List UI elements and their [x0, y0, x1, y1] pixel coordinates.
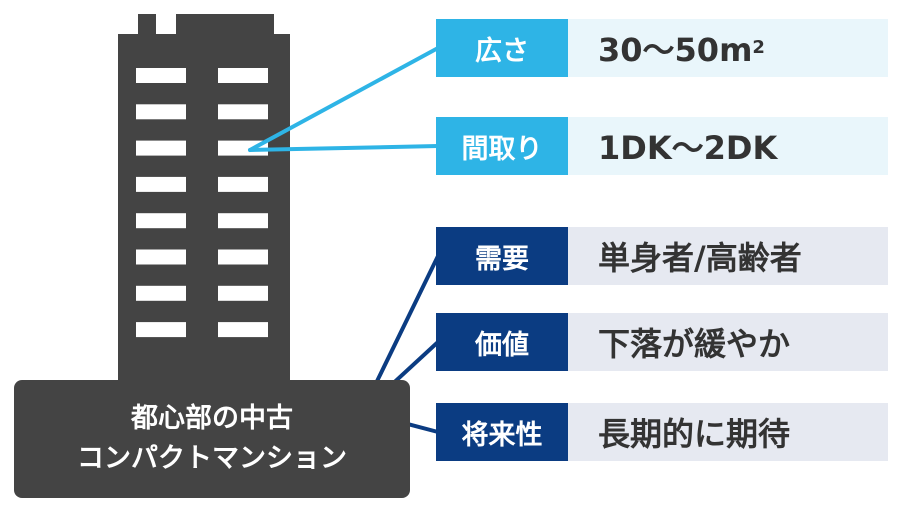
building-window	[218, 322, 268, 338]
row-layout: 間取り 1DK〜2DK	[436, 117, 888, 175]
building-label-line1: 都心部の中古	[131, 403, 293, 434]
value-demand: 単身者/高齢者	[568, 227, 888, 285]
tag-layout: 間取り	[436, 117, 568, 175]
tag-future: 将来性	[436, 403, 568, 461]
tag-value: 価値	[436, 313, 568, 371]
connector-line-layout	[248, 144, 440, 152]
building-window	[218, 104, 268, 120]
tag-size: 広さ	[436, 19, 568, 77]
roof-block-left	[138, 14, 156, 36]
roof-block-right	[176, 14, 274, 36]
value-value: 下落が緩やか	[568, 313, 888, 371]
building-window	[136, 249, 186, 265]
building-label-line2: コンパクトマンション	[77, 443, 347, 474]
value-layout: 1DK〜2DK	[568, 117, 888, 175]
value-size-text: 30〜50m	[598, 31, 753, 69]
connector-line-size	[248, 46, 440, 152]
value-future: 長期的に期待	[568, 403, 888, 461]
row-demand: 需要 単身者/高齢者	[436, 227, 888, 285]
building-windows	[136, 68, 268, 338]
building-illustration	[118, 14, 290, 394]
row-value: 価値 下落が緩やか	[436, 313, 888, 371]
building-window	[218, 285, 268, 301]
building-window	[136, 285, 186, 301]
building-window	[136, 176, 186, 192]
building-window	[136, 213, 186, 229]
building-label: 都心部の中古 コンパクトマンション	[14, 380, 410, 498]
building-window	[218, 68, 268, 83]
building-window	[218, 213, 268, 229]
tag-demand: 需要	[436, 227, 568, 285]
building-window	[136, 104, 186, 120]
row-future: 将来性 長期的に期待	[436, 403, 888, 461]
building-window	[218, 176, 268, 192]
building-window	[136, 68, 186, 83]
building-window	[136, 322, 186, 338]
building-window	[218, 249, 268, 265]
building-window	[136, 140, 186, 156]
